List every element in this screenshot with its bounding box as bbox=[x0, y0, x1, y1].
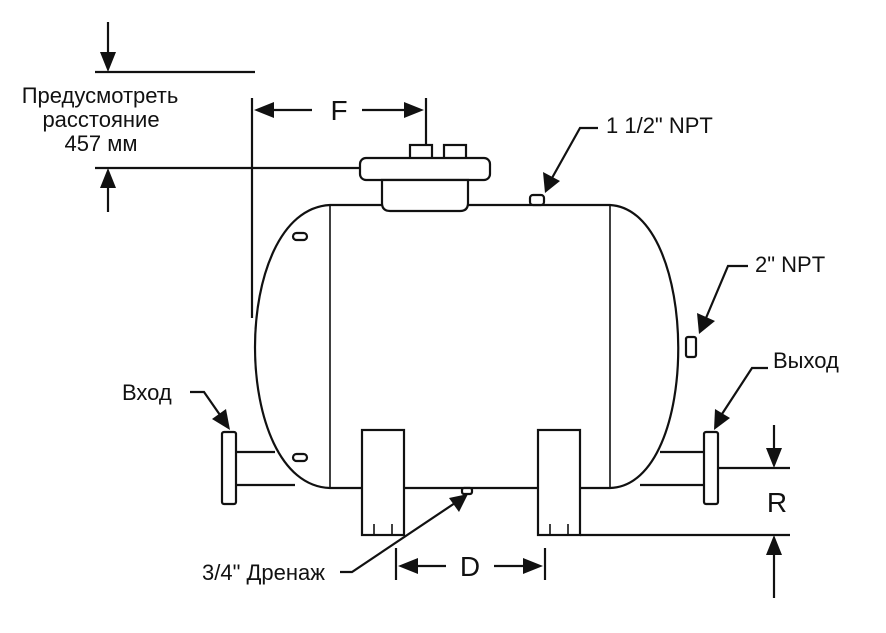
inlet-pipe bbox=[190, 390, 295, 506]
outlet-pipe bbox=[640, 366, 768, 506]
side-npt-label: 2" NPT bbox=[755, 252, 825, 277]
clearance-label-line1: Предусмотреть bbox=[22, 83, 179, 108]
dimension-f-label: F bbox=[330, 95, 347, 126]
drain-port bbox=[340, 486, 474, 574]
clearance-label-line2: расстояние bbox=[42, 107, 159, 132]
saddle-right bbox=[536, 428, 582, 537]
side-npt-port bbox=[684, 264, 748, 359]
dimension-f bbox=[250, 98, 428, 318]
drain-label: 3/4" Дренаж bbox=[202, 560, 325, 585]
inlet-label: Вход bbox=[122, 380, 172, 405]
tank-body bbox=[253, 203, 680, 490]
outlet-label: Выход bbox=[773, 348, 839, 373]
saddle-left bbox=[360, 428, 406, 537]
clearance-dimension bbox=[95, 22, 360, 212]
dimension-r bbox=[580, 425, 790, 598]
clearance-label-line3: 457 мм bbox=[64, 131, 137, 156]
top-npt-port bbox=[528, 126, 598, 207]
dimension-d bbox=[394, 548, 547, 580]
dimension-d-label: D bbox=[460, 551, 480, 582]
top-npt-label: 1 1/2" NPT bbox=[606, 113, 713, 138]
dimension-r-label: R bbox=[767, 487, 787, 518]
manway-cover bbox=[358, 143, 492, 213]
